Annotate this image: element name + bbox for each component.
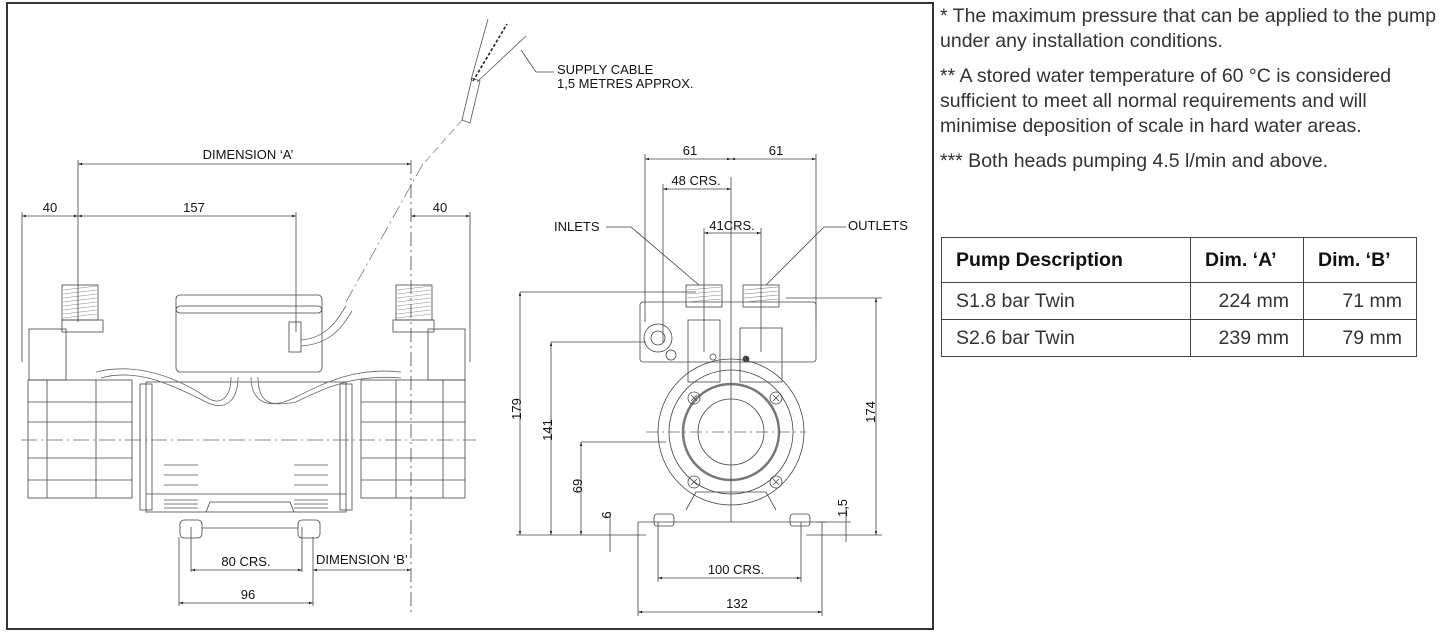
side-view-dimensions <box>21 160 471 612</box>
dim-6: 6 <box>599 511 614 518</box>
screw-icon <box>769 391 783 405</box>
header-pump-description: Pump Description <box>941 237 1191 283</box>
dim-61-left: 61 <box>683 143 697 158</box>
screw-icon <box>769 475 783 489</box>
control-box-lid <box>175 294 323 314</box>
notes: * The maximum pressure that can be appli… <box>940 4 1440 184</box>
table-header-row: Pump Description Dim. ‘A’ Dim. ‘B’ <box>941 237 1417 283</box>
dimension-b-label: DIMENSION ‘B’ <box>316 552 408 567</box>
dim-157: 157 <box>183 200 205 215</box>
outlets-label: OUTLETS <box>848 218 908 233</box>
dim-1-5: 1,5 <box>835 499 850 517</box>
dimension-a-label: DIMENSION ‘A’ <box>203 147 294 162</box>
header-dim-b: Dim. ‘B’ <box>1303 237 1417 283</box>
dim-61-right: 61 <box>769 143 783 158</box>
inlets-label: INLETS <box>554 219 600 234</box>
control-box <box>175 305 323 373</box>
dim-132: 132 <box>726 596 748 611</box>
end-view-dimensions <box>516 154 882 616</box>
left-thread-icon <box>61 284 99 321</box>
motor-body <box>145 381 347 513</box>
supply-cable-label-1: SUPPLY CABLE <box>557 62 654 77</box>
screw-icon <box>687 475 701 489</box>
right-pump-head <box>360 379 466 499</box>
drawing-svg: SUPPLY CABLE 1,5 METRES APPROX. DIMENSIO… <box>6 2 934 630</box>
cell-dim-b: 79 mm <box>1303 319 1417 357</box>
dim-41-crs: 41CRS. <box>709 218 755 233</box>
side-view-pump <box>21 284 476 539</box>
cable-gland <box>288 321 302 353</box>
dim-96: 96 <box>241 587 255 602</box>
capacitor-icon <box>643 323 673 353</box>
table-row: S2.6 bar Twin 239 mm 79 mm <box>941 319 1417 357</box>
dim-141: 141 <box>540 419 555 441</box>
cell-description: S1.8 bar Twin <box>941 282 1191 320</box>
header-dim-a: Dim. ‘A’ <box>1190 237 1304 283</box>
cell-dim-a: 224 mm <box>1190 282 1304 320</box>
screw-icon <box>687 391 701 405</box>
dim-right-40: 40 <box>433 200 447 215</box>
note-max-pressure: * The maximum pressure that can be appli… <box>940 5 1437 52</box>
dim-100-crs: 100 CRS. <box>708 562 764 577</box>
dim-80-crs: 80 CRS. <box>221 554 270 569</box>
dim-179: 179 <box>509 398 524 420</box>
supply-cable <box>345 18 554 303</box>
dim-left-40: 40 <box>43 200 57 215</box>
cell-description: S2.6 bar Twin <box>941 319 1191 357</box>
supply-cable-label-2: 1,5 METRES APPROX. <box>557 76 694 91</box>
dim-69: 69 <box>570 479 585 493</box>
cell-dim-a: 239 mm <box>1190 319 1304 357</box>
drawing-border <box>6 2 934 630</box>
cell-dim-b: 71 mm <box>1303 282 1417 320</box>
dim-174: 174 <box>863 401 878 423</box>
note-both-heads: *** Both heads pumping 4.5 l/min and abo… <box>940 150 1329 172</box>
left-pump-head <box>27 379 133 499</box>
technical-drawing: SUPPLY CABLE 1,5 METRES APPROX. DIMENSIO… <box>6 2 934 630</box>
dim-48-crs: 48 CRS. <box>671 173 720 188</box>
pump-dimensions-table: Pump Description Dim. ‘A’ Dim. ‘B’ S1.8 … <box>941 237 1417 357</box>
end-view-pump <box>638 177 826 527</box>
right-thread-icon <box>395 284 433 321</box>
note-water-temperature: ** A stored water temperature of 60 °C i… <box>940 65 1392 137</box>
table-row: S1.8 bar Twin 224 mm 71 mm <box>941 282 1417 320</box>
